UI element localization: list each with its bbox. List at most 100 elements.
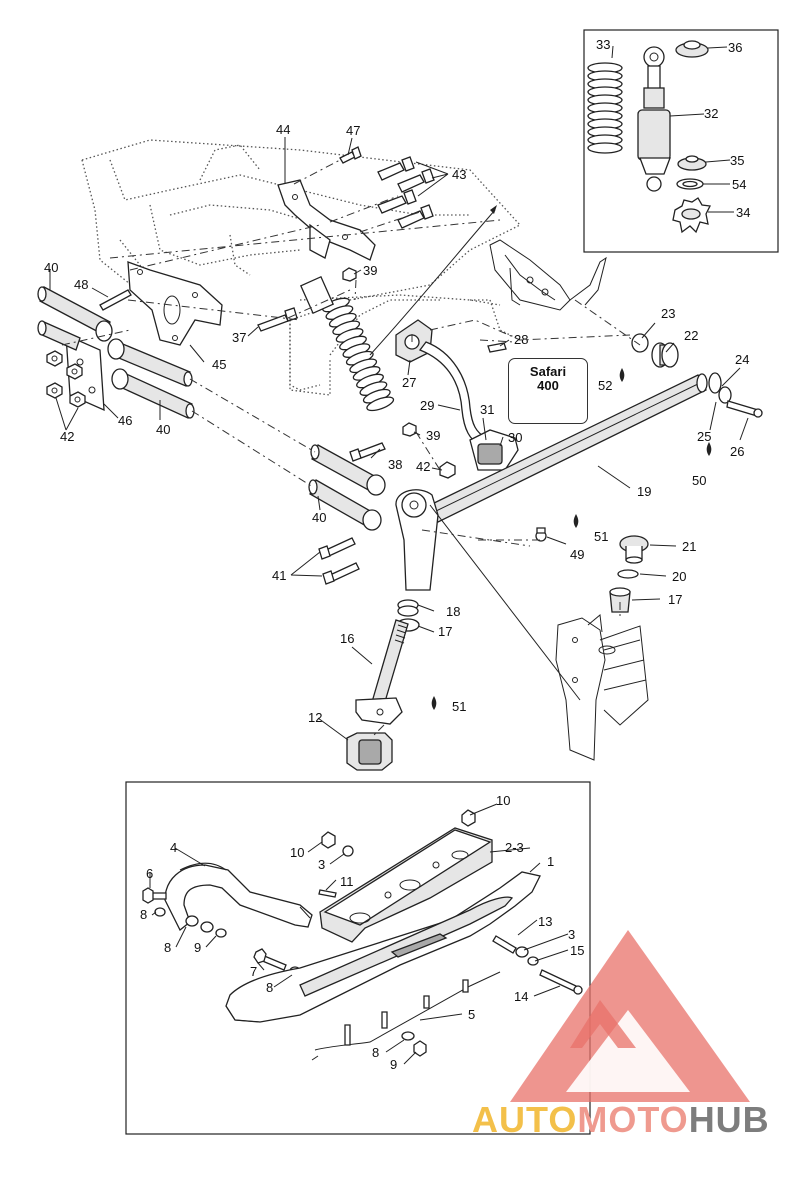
callout-45: 45 <box>212 357 226 372</box>
callout-41: 41 <box>272 568 286 583</box>
spindle-16 <box>355 619 409 725</box>
callout-40: 40 <box>44 260 58 275</box>
callout-42: 42 <box>60 429 74 444</box>
callout-46: 46 <box>118 413 132 428</box>
ski-saddle-2-3 <box>319 827 493 958</box>
callout-30: 30 <box>508 430 522 445</box>
shock-inset-parts <box>587 40 711 234</box>
callout-14: 14 <box>514 989 528 1004</box>
callout-18: 18 <box>446 604 460 619</box>
callout-16: 16 <box>340 631 354 646</box>
shock-absorber-spring <box>299 275 395 412</box>
callout-7: 7 <box>250 964 257 979</box>
callout-11: 11 <box>340 874 354 889</box>
callout-42: 42 <box>416 459 430 474</box>
rivet-47 <box>339 146 362 164</box>
radius-rods-40 <box>37 286 386 531</box>
callout-44: 44 <box>276 122 290 137</box>
callout-34: 34 <box>736 205 750 220</box>
callout-23: 23 <box>661 306 675 321</box>
ski-inset-box <box>125 781 591 1135</box>
callout-4: 4 <box>170 840 177 855</box>
callout-8: 8 <box>164 940 171 955</box>
callout-40: 40 <box>156 422 170 437</box>
callout-52: 52 <box>598 378 612 393</box>
callout-12: 12 <box>308 710 322 725</box>
callout-10: 10 <box>290 845 304 860</box>
watermark-hub: HUB <box>688 1099 770 1140</box>
callout-13: 13 <box>538 914 552 929</box>
washers-bushings-22-26 <box>631 333 763 418</box>
callout-43: 43 <box>452 167 466 182</box>
callout-20: 20 <box>672 569 686 584</box>
callout-39: 39 <box>363 263 377 278</box>
callout-31: 31 <box>480 402 494 417</box>
callout-numbers: 1 2-3 3 3 4 5 6 7 8 8 8 8 9 9 10 10 11 1… <box>44 37 750 1072</box>
callout-6: 6 <box>146 866 153 881</box>
callout-48: 48 <box>74 277 88 292</box>
callout-10: 10 <box>496 793 510 808</box>
callout-3: 3 <box>568 927 575 942</box>
nuts-42 <box>46 350 86 408</box>
callout-26: 26 <box>730 444 744 459</box>
ski-bushing-12 <box>346 732 393 771</box>
callout-49: 49 <box>570 547 584 562</box>
callout-22: 22 <box>684 328 698 343</box>
callout-25: 25 <box>697 429 711 444</box>
callout-17: 17 <box>668 592 682 607</box>
callout-50: 50 <box>692 473 706 488</box>
grease-fitting-49 <box>535 527 547 542</box>
callout-51: 51 <box>594 529 608 544</box>
callout-37: 37 <box>232 330 246 345</box>
callout-leader-lines <box>49 45 749 1065</box>
safari-label: Safari <box>529 364 567 379</box>
bushing-cap-21 <box>609 535 649 613</box>
watermark-text: AUTOMOTOHUB <box>472 1100 770 1140</box>
safari-model-number: 400 <box>537 378 559 393</box>
callout-39: 39 <box>426 428 440 443</box>
callout-5: 5 <box>468 1007 475 1022</box>
callout-1: 1 <box>547 854 554 869</box>
callout-8: 8 <box>266 980 273 995</box>
ski-hardware <box>142 809 583 1057</box>
callout-40: 40 <box>312 510 326 525</box>
watermark-logo <box>510 930 750 1102</box>
callout-54: 54 <box>732 177 746 192</box>
callout-19: 19 <box>637 484 651 499</box>
callout-33: 33 <box>596 37 610 52</box>
assembly-lines <box>61 159 641 738</box>
safari-400-note-box: Safari 400 <box>508 358 588 424</box>
callout-15: 15 <box>570 943 584 958</box>
watermark-auto: AUTO <box>472 1099 578 1140</box>
right-spindle-housing <box>555 614 649 761</box>
spindle-housing <box>395 489 439 632</box>
shock-inset-box <box>583 29 779 253</box>
callout-27: 27 <box>402 375 416 390</box>
callout-17: 17 <box>438 624 452 639</box>
callout-8: 8 <box>372 1045 379 1060</box>
bolt-37 <box>257 307 298 332</box>
bracket-45 <box>127 261 223 346</box>
bolts-43 <box>377 156 435 229</box>
ski-handle-4 <box>164 862 313 932</box>
callout-29: 29 <box>420 398 434 413</box>
steering-arm <box>395 319 519 471</box>
callout-32: 32 <box>704 106 718 121</box>
callout-8: 8 <box>140 907 147 922</box>
callout-36: 36 <box>728 40 742 55</box>
callout-3: 3 <box>318 857 325 872</box>
callout-35: 35 <box>730 153 744 168</box>
rear-support-bracket <box>489 239 607 311</box>
bolts-38-41 <box>318 442 386 585</box>
bolt-48 <box>99 289 132 311</box>
callout-47: 47 <box>346 123 360 138</box>
callout-28: 28 <box>514 332 528 347</box>
steering-column-bracket <box>277 179 376 261</box>
callout-9: 9 <box>390 1057 397 1072</box>
callout-2-3: 2-3 <box>505 840 524 855</box>
callout-9: 9 <box>194 940 201 955</box>
callout-51: 51 <box>452 699 466 714</box>
watermark-moto: MOTO <box>577 1099 689 1140</box>
callout-38: 38 <box>388 457 402 472</box>
